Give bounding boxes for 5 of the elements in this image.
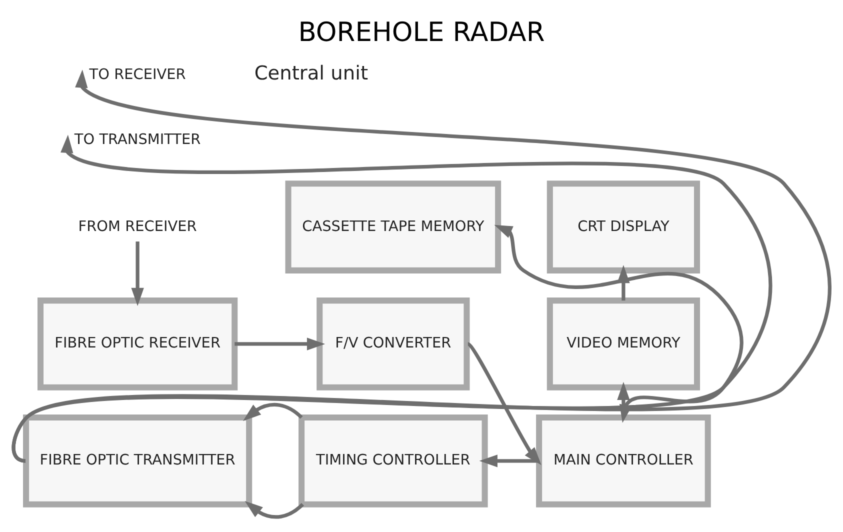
diagram-title: BOREHOLE RADAR — [298, 16, 545, 48]
node-text: FROM RECEIVER — [78, 218, 197, 235]
label: Central unit — [254, 62, 368, 85]
node-text: TO TRANSMITTER — [74, 132, 201, 148]
node-text: TO RECEIVER — [89, 66, 186, 83]
